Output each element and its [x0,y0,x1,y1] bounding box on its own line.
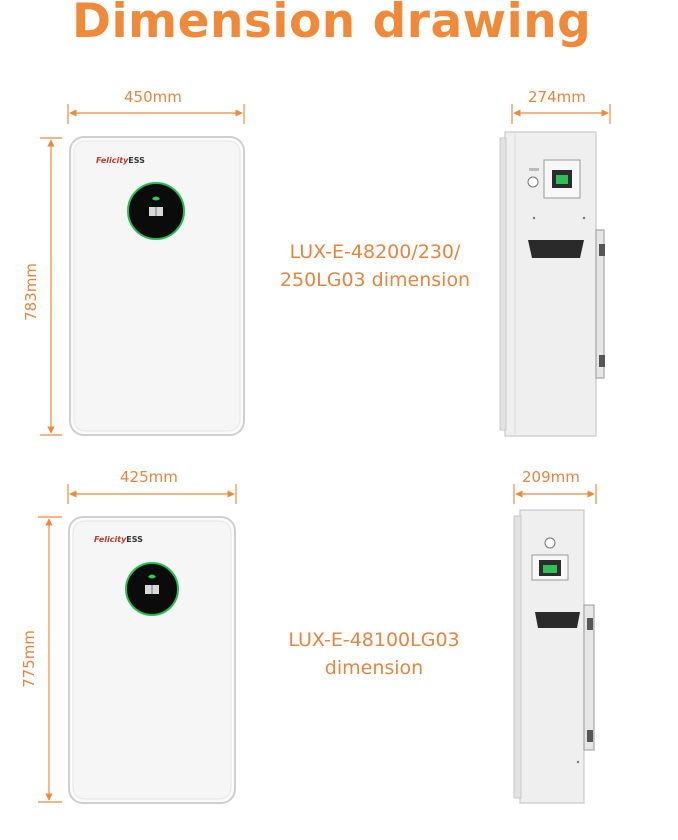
bottom-caption: LUX-E-48100LG03 dimension [270,626,478,682]
page-title: Dimension drawing [72,0,592,49]
top-height-label: 783mm [21,263,40,321]
top-caption-line2: 250LG03 dimension [279,269,471,291]
bottom-caption-line1: LUX-E-48100LG03 [288,629,460,651]
brand-logo-top: FelicityESS [96,156,145,165]
bottom-caption-line2: dimension [324,657,424,679]
bottom-front-unit [38,484,237,804]
bottom-side-unit [513,484,597,804]
top-side-unit [499,104,611,437]
bottom-depth-label: 209mm [522,468,580,486]
bottom-height-label: 775mm [19,630,38,688]
top-caption-line1: LUX-E-48200/230/ [289,241,461,263]
top-front-unit [40,104,245,436]
top-caption: LUX-E-48200/230/ 250LG03 dimension [268,238,482,294]
top-depth-label: 274mm [528,88,586,106]
bottom-width-label: 425mm [120,468,178,486]
brand-logo-bottom: FelicityESS [94,535,143,544]
top-width-label: 450mm [124,88,182,106]
